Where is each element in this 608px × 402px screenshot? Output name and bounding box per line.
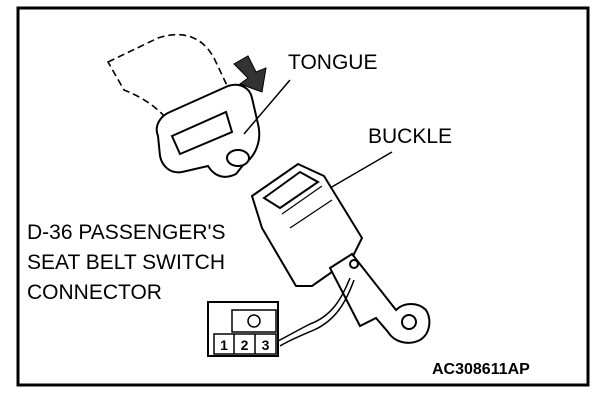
connector-pin-3: 3 [262,337,270,353]
tongue-plate [155,83,261,178]
connector-caption-line-3: CONNECTOR [27,281,162,304]
insert-direction-arrow [233,55,267,93]
tongue-leader-line [243,79,291,135]
connector-pin-1: 1 [220,337,228,353]
connector-caption-line-1: D-36 PASSENGER'S [27,221,226,244]
figure-id: AC308611AP [432,361,530,378]
harness-wire [275,277,355,347]
switch-connector: 1 2 3 [207,301,279,357]
connector-caption-line-2: SEAT BELT SWITCH [27,251,225,274]
connector-pin-2: 2 [241,337,249,353]
buckle-body [250,162,364,287]
buckle-leader-line [329,151,393,189]
figure-frame [16,6,590,387]
connector-caption: D-36 PASSENGER'S SEAT BELT SWITCH CONNEC… [27,222,226,312]
leader-lines [243,79,393,189]
buckle-label: BUCKLE [368,125,453,148]
tongue-label: TONGUE [288,51,378,74]
buckle-anchor [328,252,431,344]
